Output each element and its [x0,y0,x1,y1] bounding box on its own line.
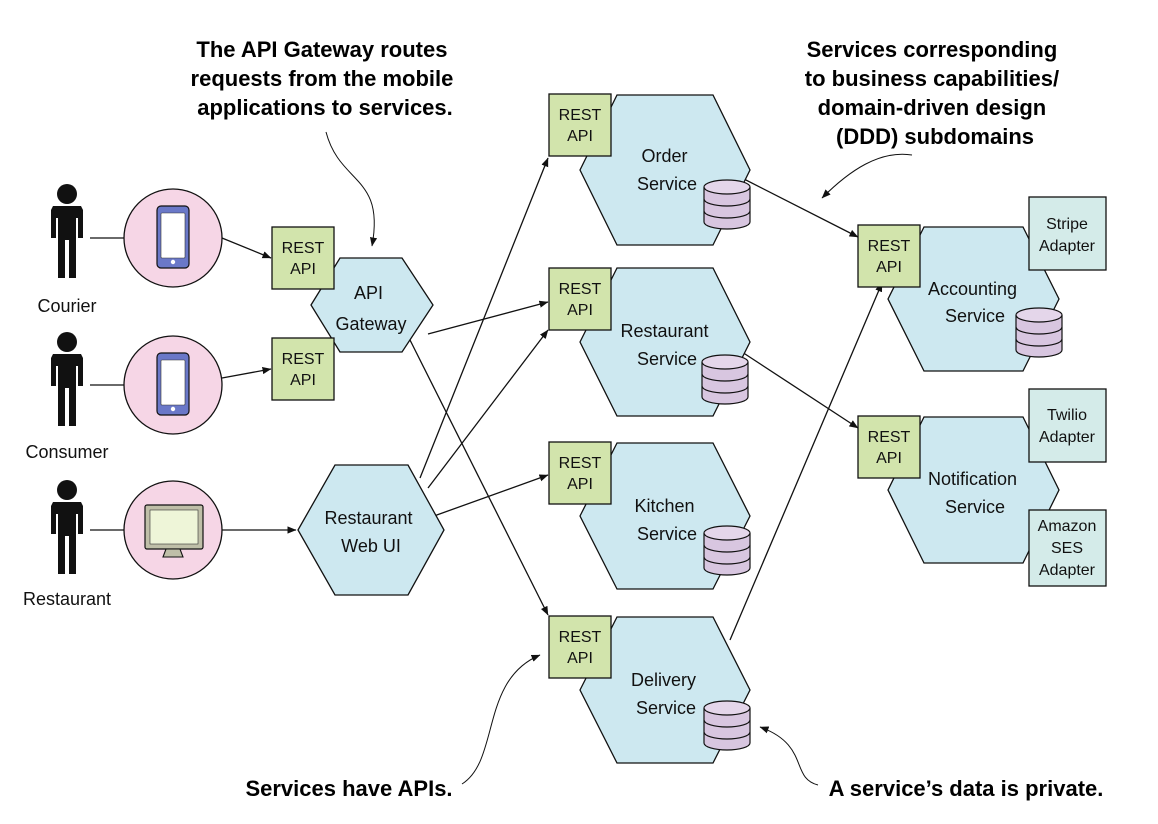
actor-restaurant: Restaurant [23,480,223,609]
arrow-gateway-to-restaurant [427,300,549,335]
annotation-data: A service’s data is private. [759,726,1104,801]
service-label: Kitchen Service [634,496,699,544]
arrow-consumer-to-api [221,367,272,379]
database-icon [703,179,751,230]
database-icon [701,354,749,405]
monitor-icon [144,504,204,558]
accounting-service: Accounting Service [887,226,1063,372]
gateway-label: API Gateway [335,283,406,334]
arrow-order-to-accounting [741,177,859,238]
svg-text:Services corresponding t: Services corresponding to business capab… [805,37,1065,149]
actor-label: Courier [37,296,96,316]
restaurant-service: Restaurant Service [579,267,751,417]
notification-service: Notification Service [887,416,1060,564]
actor-consumer: Consumer [25,332,223,462]
restaurant-web-ui: Restaurant Web UI [297,464,445,596]
database-icon [703,525,751,576]
phone-icon [156,205,190,269]
service-label: Restaurant Service [620,321,713,369]
actor-label: Consumer [25,442,108,462]
svg-text:A service’s data is private.: A service’s data is private. [829,776,1104,801]
svg-text:The API Gateway routes r: The API Gateway routes requests from the… [191,37,460,120]
arrow-webui-to-order [419,157,549,479]
service-label: Notification Service [928,469,1022,517]
svg-text:Services have APIs.: Services have APIs. [245,776,452,801]
actor-label: Restaurant [23,589,111,609]
phone-icon [156,352,190,416]
service-label: Accounting Service [928,279,1022,326]
arrow-webui-to-restaurant [427,329,549,489]
arrow-courier-to-api [221,237,272,259]
annotation-gateway: The API Gateway routes requests from the… [191,37,460,247]
actor-courier: Courier [37,184,223,316]
service-label: Delivery Service [631,670,701,718]
person-icon [51,480,83,574]
person-icon [51,332,83,426]
web-ui-label: Restaurant Web UI [324,508,417,556]
database-icon [1015,307,1063,358]
kitchen-service: Kitchen Service [579,442,751,590]
database-icon [703,700,751,751]
arrow-webui-to-kitchen [433,474,549,517]
connections [221,157,883,641]
arrow-gateway-to-delivery [409,339,549,616]
annotation-capabilities: Services corresponding to business capab… [805,37,1065,199]
person-icon [51,184,83,278]
arrow-delivery-to-accounting [729,282,883,641]
service-label: Order Service [637,146,697,194]
api-gateway: API Gateway [310,257,434,353]
annotation-apis: Services have APIs. [245,654,541,801]
delivery-service: Delivery Service [579,616,751,764]
arrow-restaurant-to-notification [741,351,859,429]
order-service: Order Service [579,94,751,246]
